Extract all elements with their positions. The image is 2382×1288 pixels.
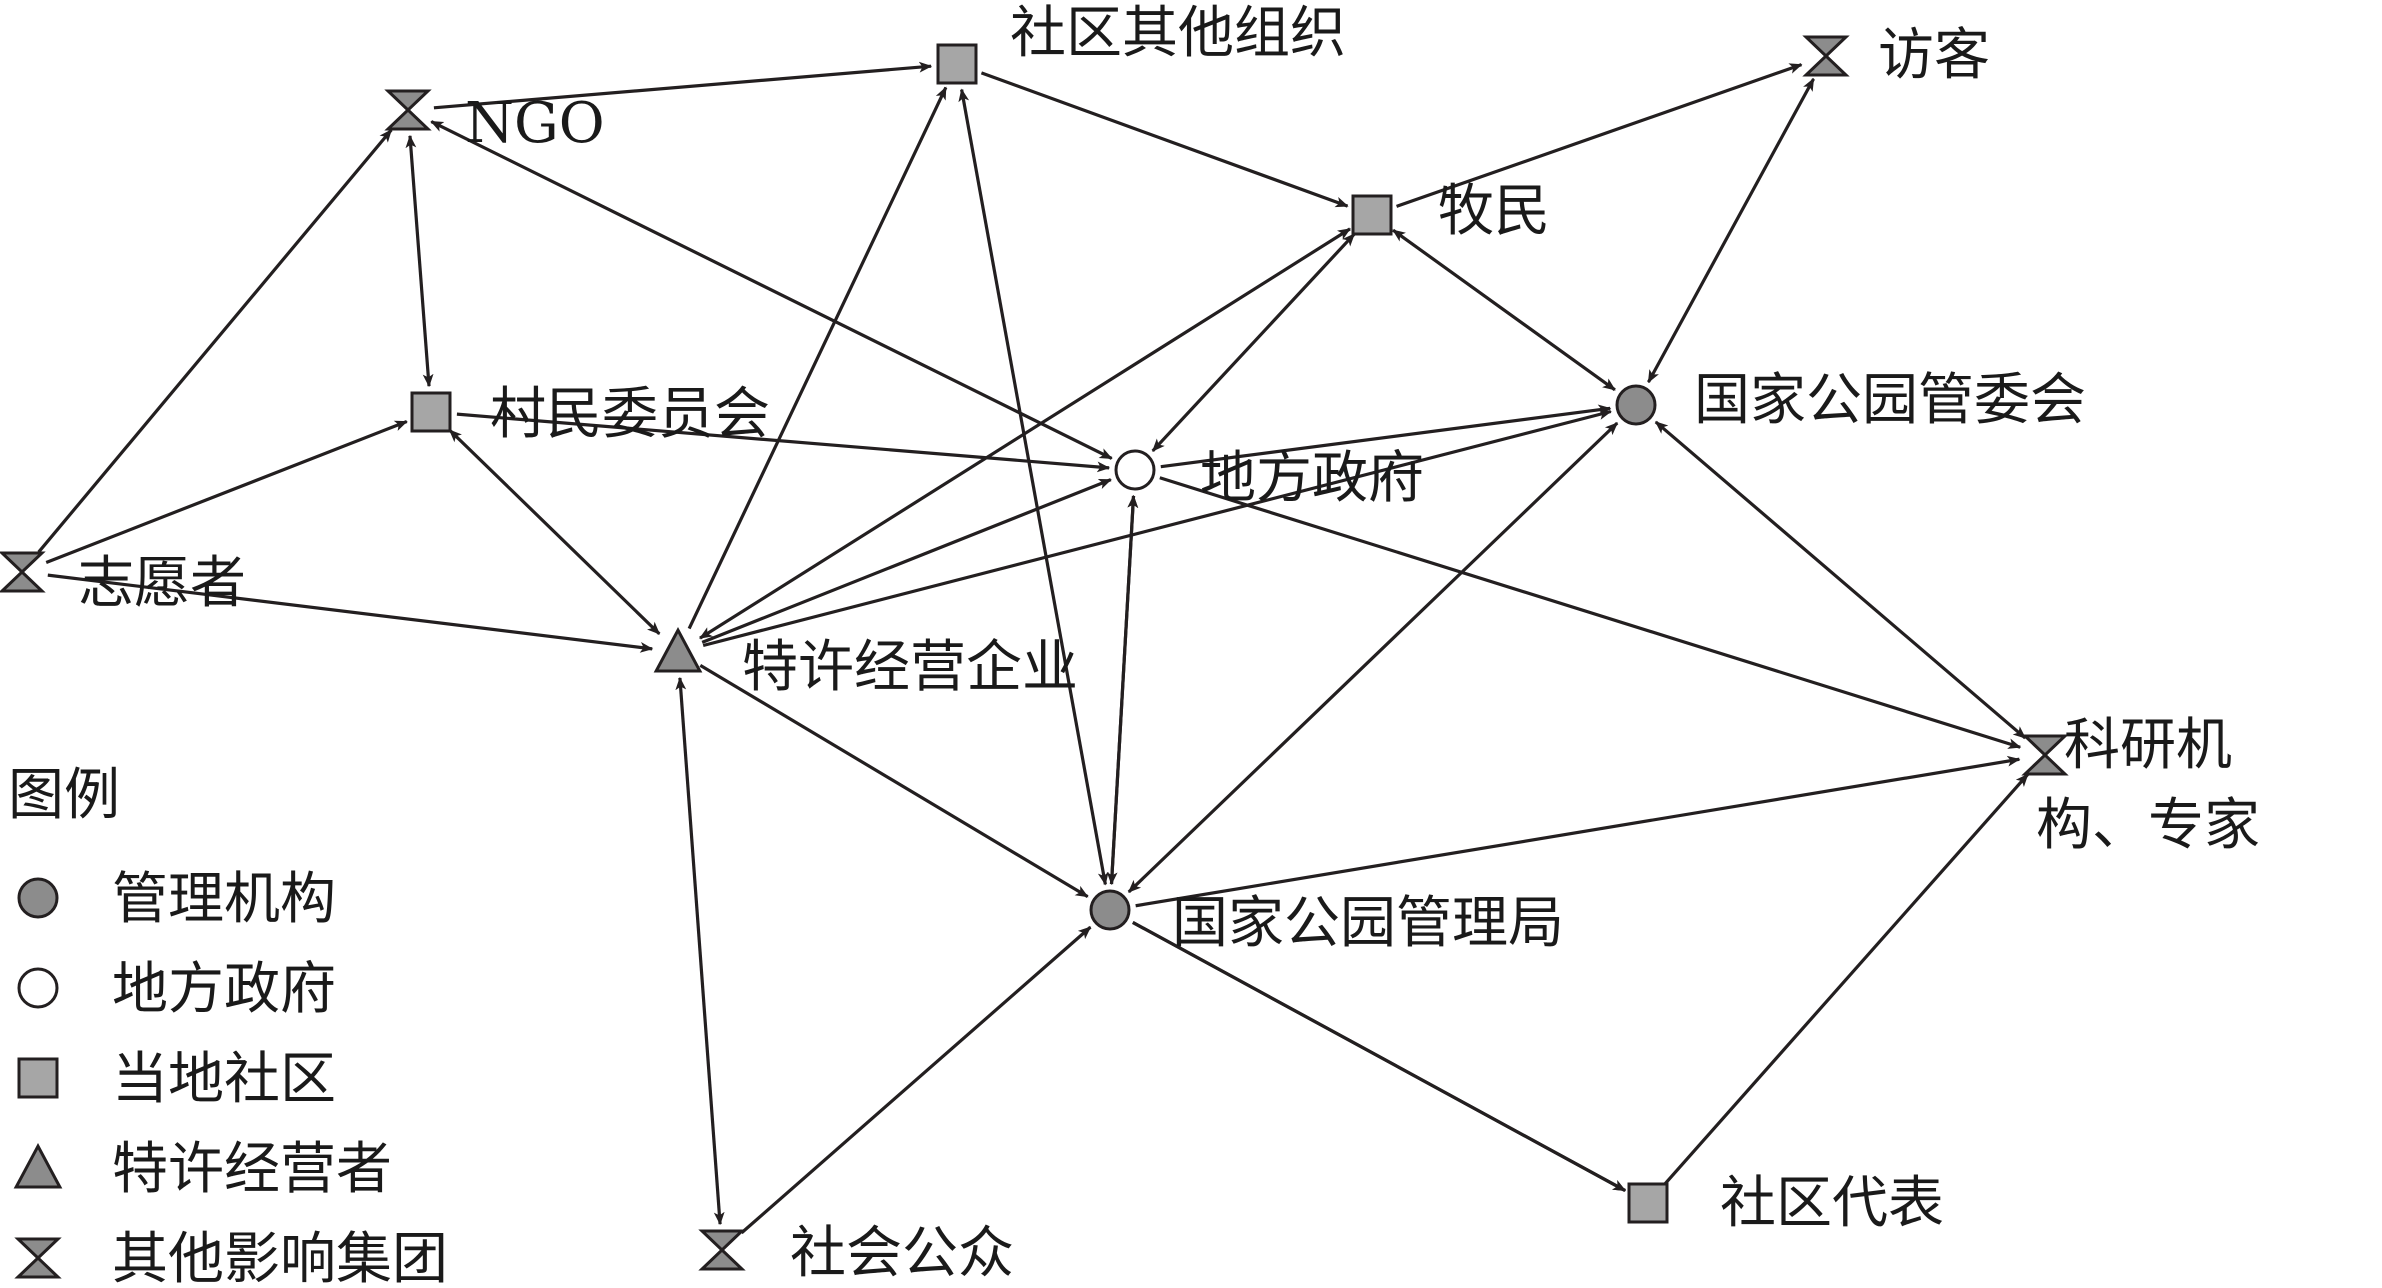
node-label: 国家公园管理局 [1172, 891, 1564, 956]
edge-park_bureau-to-community_rep [1132, 921, 1627, 1192]
node-label: 地方政府 [1200, 446, 1424, 511]
edge-local_gov-to-research [1159, 476, 2022, 749]
square-icon [1351, 194, 1393, 236]
edge-herder-to-local_gov [1151, 232, 1356, 453]
filled-circle-icon [17, 877, 59, 919]
node-concession: 特许经营企业 [653, 626, 1078, 700]
node-herder: 牧民 [1351, 179, 1550, 244]
filled-circle-icon [1615, 384, 1657, 426]
legend-label: 管理机构 [112, 867, 336, 932]
edge-volunteer-to-village_committee [45, 419, 408, 565]
node-label-line: 科研机 [2064, 713, 2232, 778]
node-park-bureau: 国家公园管理局 [1089, 889, 1564, 956]
square-icon [410, 391, 452, 433]
edge-park_committee-to-research [1654, 420, 2027, 740]
node-village-committee: 村民委员会 [410, 382, 770, 447]
node-community-org: 社区其他组织 [936, 1, 1346, 85]
edge-herder-to-concession [699, 227, 1351, 640]
node-community-rep: 社区代表 [1627, 1171, 1944, 1236]
edge-public-to-park_bureau [740, 925, 1092, 1235]
legend-item-community: 当地社区 [17, 1047, 336, 1112]
edge-herder-to-park_committee [1392, 228, 1616, 392]
hourglass-icon [0, 551, 46, 593]
square-icon [936, 43, 978, 85]
hourglass-icon [384, 89, 432, 131]
edge-village_committee-to-local_gov [456, 412, 1111, 473]
node-volunteer: 志愿者 [0, 551, 246, 616]
node-public: 社会公众 [698, 1221, 1014, 1286]
edge-ngo-to-community_org [433, 61, 933, 110]
node-label: 特许经营企业 [742, 635, 1078, 700]
node-ngo: NGO [384, 89, 605, 156]
node-local-gov: 地方政府 [1114, 446, 1424, 511]
node-label: 社会公众 [790, 1221, 1014, 1286]
node-label: 村民委员会 [490, 382, 770, 447]
node-label: 牧民 [1438, 179, 1550, 244]
node-research: 科研机构、专家 [2021, 713, 2260, 858]
legend-item-other: 其他影响集团 [14, 1227, 448, 1288]
edge-park_bureau-to-local_gov [1109, 494, 1139, 885]
edge-village_committee-to-concession [448, 428, 661, 636]
hollow-circle-icon [17, 967, 59, 1009]
edge-concession-to-local_gov [701, 478, 1112, 644]
square-icon [17, 1057, 59, 1099]
triangle-icon [653, 626, 703, 673]
hourglass-icon [14, 1237, 62, 1279]
filled-circle-icon [1089, 889, 1131, 931]
triangle-icon [13, 1142, 63, 1189]
square-icon [1627, 1182, 1669, 1224]
legend-label: 其他影响集团 [112, 1227, 448, 1288]
legend-label: 当地社区 [112, 1047, 336, 1112]
legend-title: 图例 [8, 763, 120, 828]
node-label-line: 构、专家 [2036, 793, 2260, 858]
node-label: 国家公园管委会 [1694, 368, 2086, 433]
node-label: 科研机构、专家 [2036, 713, 2260, 858]
edge-visitor-to-park_committee [1647, 77, 1815, 384]
node-visitor: 访客 [1802, 23, 1990, 88]
node-park-committee: 国家公园管委会 [1615, 368, 2086, 433]
edges-layer [37, 61, 2029, 1235]
legend-item-government: 地方政府 [17, 957, 336, 1022]
hourglass-icon [698, 1229, 746, 1271]
node-label: 访客 [1878, 23, 1990, 88]
edge-community_org-to-herder [980, 71, 1349, 208]
hollow-circle-icon [1114, 449, 1156, 491]
edge-public-to-concession [675, 676, 725, 1226]
edge-volunteer-to-ngo [37, 128, 393, 554]
nodes-layer: NGO社区其他组织访客牧民村民委员会国家公园管委会地方政府志愿者特许经营企业科研… [0, 1, 2260, 1286]
edge-concession-to-park_bureau [699, 663, 1089, 899]
edge-park_bureau-to-park_committee [1127, 421, 1619, 894]
edge-community_org-to-park_bureau [958, 88, 1109, 886]
node-label: NGO [465, 91, 605, 156]
hourglass-icon [1802, 35, 1850, 77]
node-label: 社区其他组织 [1010, 1, 1346, 66]
edge-park_bureau-to-research [1135, 755, 2021, 908]
legend-item-concession: 特许经营者 [13, 1137, 392, 1202]
edge-ngo-to-village_committee [405, 134, 434, 388]
node-label: 社区代表 [1720, 1171, 1944, 1236]
node-label: 志愿者 [78, 551, 246, 616]
legend-label: 特许经营者 [112, 1137, 392, 1202]
legend-label: 地方政府 [112, 957, 336, 1022]
edge-volunteer-to-concession [47, 573, 654, 653]
hourglass-icon [2021, 734, 2069, 776]
legend-item-management: 管理机构 [17, 867, 336, 932]
edge-community_rep-to-research [1664, 773, 2029, 1185]
